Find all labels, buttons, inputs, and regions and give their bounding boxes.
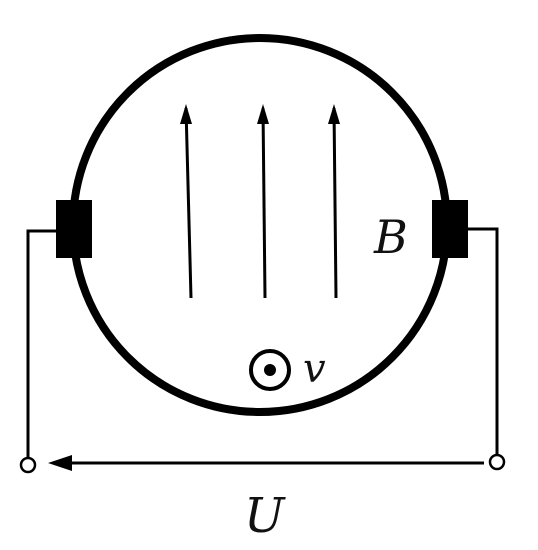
left-electrode xyxy=(56,200,92,258)
left-lead-wire xyxy=(26,229,56,459)
arrowhead-icon xyxy=(257,104,269,124)
arrowhead-icon xyxy=(180,104,192,124)
arrow-up-icon xyxy=(332,107,338,299)
right-lead-wire xyxy=(468,227,499,455)
left-terminal-icon xyxy=(19,456,37,474)
voltage-label: U xyxy=(244,488,286,544)
right-terminal-icon xyxy=(488,453,506,471)
dot-in-circle-icon xyxy=(249,349,291,391)
arrow-up-icon xyxy=(261,107,267,299)
arrow-up-icon xyxy=(184,107,193,299)
velocity-label: v xyxy=(303,346,326,392)
field-label: B xyxy=(373,210,408,264)
right-electrode xyxy=(432,200,468,258)
arrowhead-icon xyxy=(328,104,340,124)
magnetic-field-arrows xyxy=(180,104,340,299)
arrow-left-icon xyxy=(48,455,72,471)
